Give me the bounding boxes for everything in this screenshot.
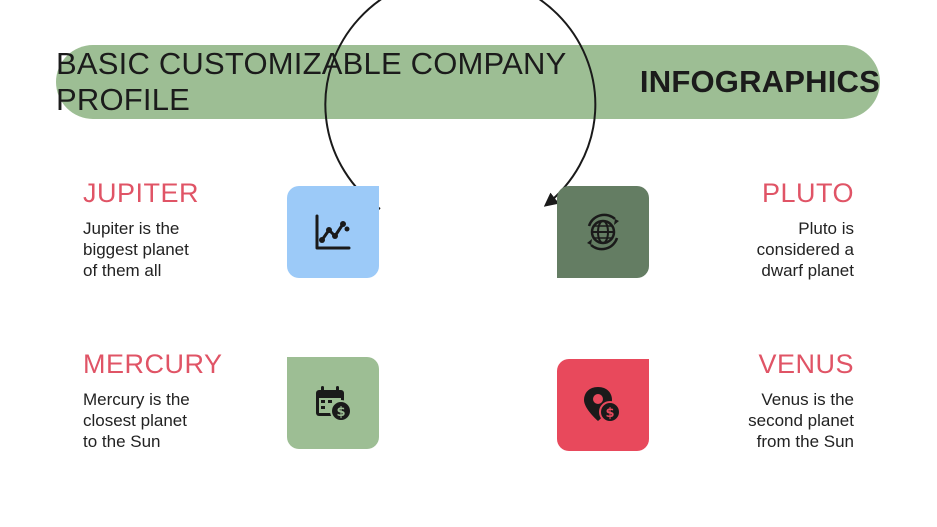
svg-text:$: $ bbox=[336, 405, 345, 420]
svg-text:$: $ bbox=[605, 406, 614, 421]
jupiter-block: JUPITER Jupiter is the biggest planet of… bbox=[83, 177, 283, 281]
jupiter-heading: JUPITER bbox=[83, 178, 200, 208]
venus-desc-line: Venus is the bbox=[761, 390, 854, 409]
venus-description: Venus is the second planet from the Sun bbox=[654, 389, 854, 452]
tile-pluto bbox=[557, 186, 649, 278]
pluto-description: Pluto is considered a dwarf planet bbox=[654, 218, 854, 281]
mercury-desc-line: Mercury is the bbox=[83, 390, 190, 409]
title-text: BASIC CUSTOMIZABLE COMPANY PROFILE bbox=[56, 46, 566, 117]
jupiter-desc-line: Jupiter is the bbox=[83, 219, 180, 238]
venus-heading: VENUS bbox=[758, 349, 854, 379]
tile-mercury: $ bbox=[287, 357, 379, 449]
calendar-dollar-icon: $ bbox=[316, 386, 352, 422]
tile-jupiter bbox=[287, 186, 379, 278]
mercury-heading: MERCURY bbox=[83, 349, 223, 379]
mercury-desc-line: closest planet bbox=[83, 411, 187, 430]
venus-block: VENUS Venus is the second planet from th… bbox=[654, 348, 854, 452]
location-dollar-icon: $ bbox=[584, 387, 621, 423]
mercury-desc-line: to the Sun bbox=[83, 432, 161, 451]
pluto-block: PLUTO Pluto is considered a dwarf planet bbox=[654, 177, 854, 281]
mercury-description: Mercury is the closest planet to the Sun bbox=[83, 389, 283, 452]
pluto-heading: PLUTO bbox=[761, 178, 854, 208]
title-banner: BASIC CUSTOMIZABLE COMPANY PROFILE INFOG… bbox=[56, 45, 880, 119]
venus-desc-line: from the Sun bbox=[756, 432, 854, 451]
cycle-arc bbox=[324, 0, 597, 210]
globe-refresh-icon bbox=[587, 213, 619, 251]
venus-desc-line: second planet bbox=[748, 411, 854, 430]
jupiter-desc-line: biggest planet bbox=[83, 240, 189, 259]
tile-venus: $ bbox=[557, 359, 649, 451]
pluto-desc-line: Pluto is bbox=[798, 219, 854, 238]
jupiter-desc-line: of them all bbox=[83, 261, 162, 280]
mercury-block: MERCURY Mercury is the closest planet to… bbox=[83, 348, 283, 452]
pluto-desc-line: considered a bbox=[756, 240, 854, 259]
jupiter-description: Jupiter is the biggest planet of them al… bbox=[83, 218, 283, 281]
line-chart-icon bbox=[315, 214, 351, 250]
title-emphasis: INFOGRAPHICS bbox=[639, 64, 880, 99]
pluto-desc-line: dwarf planet bbox=[761, 261, 854, 280]
